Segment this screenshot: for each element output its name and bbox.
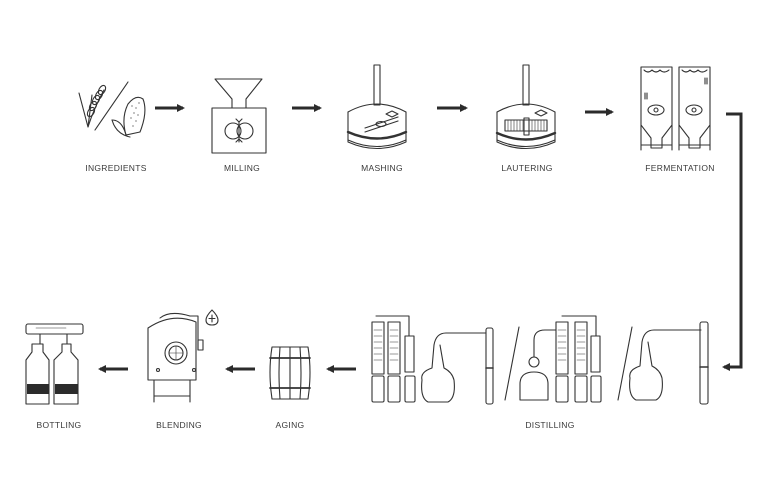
step-label-blending: BLENDING bbox=[156, 420, 202, 430]
mash-tun-icon bbox=[346, 64, 408, 150]
barrel-icon bbox=[269, 346, 311, 400]
blending-tank-icon bbox=[147, 309, 219, 403]
bottles-icon bbox=[25, 323, 84, 405]
step-label-milling: MILLING bbox=[223, 163, 261, 173]
lauter-tun-icon bbox=[495, 64, 557, 150]
step-label-aging: AGING bbox=[275, 420, 305, 430]
step-label-mashing: MASHING bbox=[361, 163, 403, 173]
step-label-fermentation: FERMENTATION bbox=[645, 163, 715, 173]
grain-and-corn-icon bbox=[78, 81, 146, 138]
step-label-ingredients: INGREDIENTS bbox=[85, 163, 147, 173]
fermentation-tanks-icon bbox=[640, 66, 711, 151]
step-label-lautering: LAUTERING bbox=[501, 163, 553, 173]
step-label-bottling: BOTTLING bbox=[36, 420, 82, 430]
arrow-fermentation-to-distilling bbox=[722, 112, 743, 371]
still-apparatus-icon bbox=[371, 315, 709, 405]
mill-hopper-icon bbox=[211, 78, 267, 154]
flow-arrows bbox=[98, 104, 743, 373]
step-label-distilling: DISTILLING bbox=[525, 420, 575, 430]
